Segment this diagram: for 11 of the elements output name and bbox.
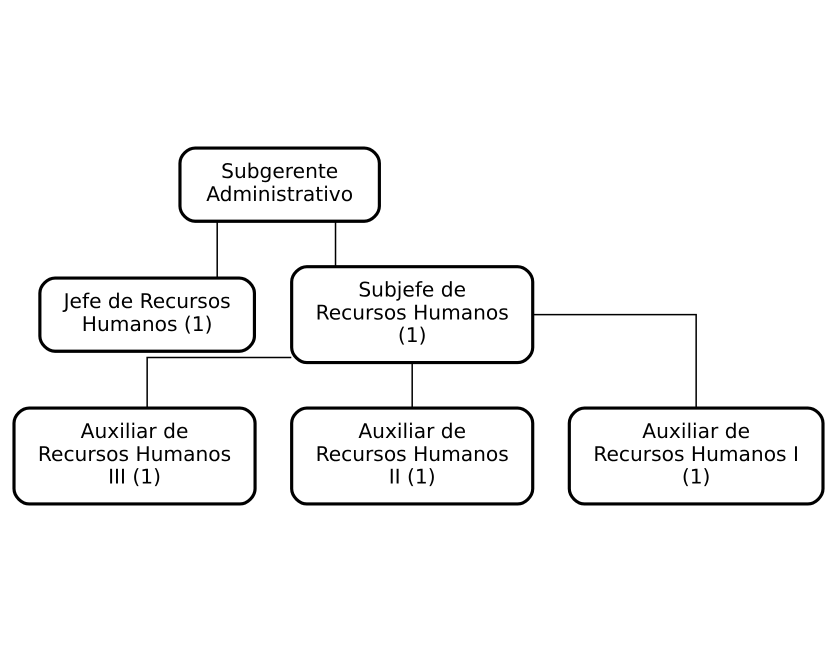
connector [146,356,292,408]
node-box: Auxiliar de Recursos Humanos III (1) [12,406,257,506]
node-box: Subjefe de Recursos Humanos (1) [290,265,534,364]
connector [334,222,336,266]
node-box: Subgerente Administrativo [178,146,381,223]
connector [216,222,218,278]
connector [533,314,697,408]
node-box: Auxiliar de Recursos Humanos I (1) [568,406,825,506]
connector [411,362,413,408]
node-box: Auxiliar de Recursos Humanos II (1) [290,406,534,506]
node-box: Jefe de Recursos Humanos (1) [38,276,256,353]
